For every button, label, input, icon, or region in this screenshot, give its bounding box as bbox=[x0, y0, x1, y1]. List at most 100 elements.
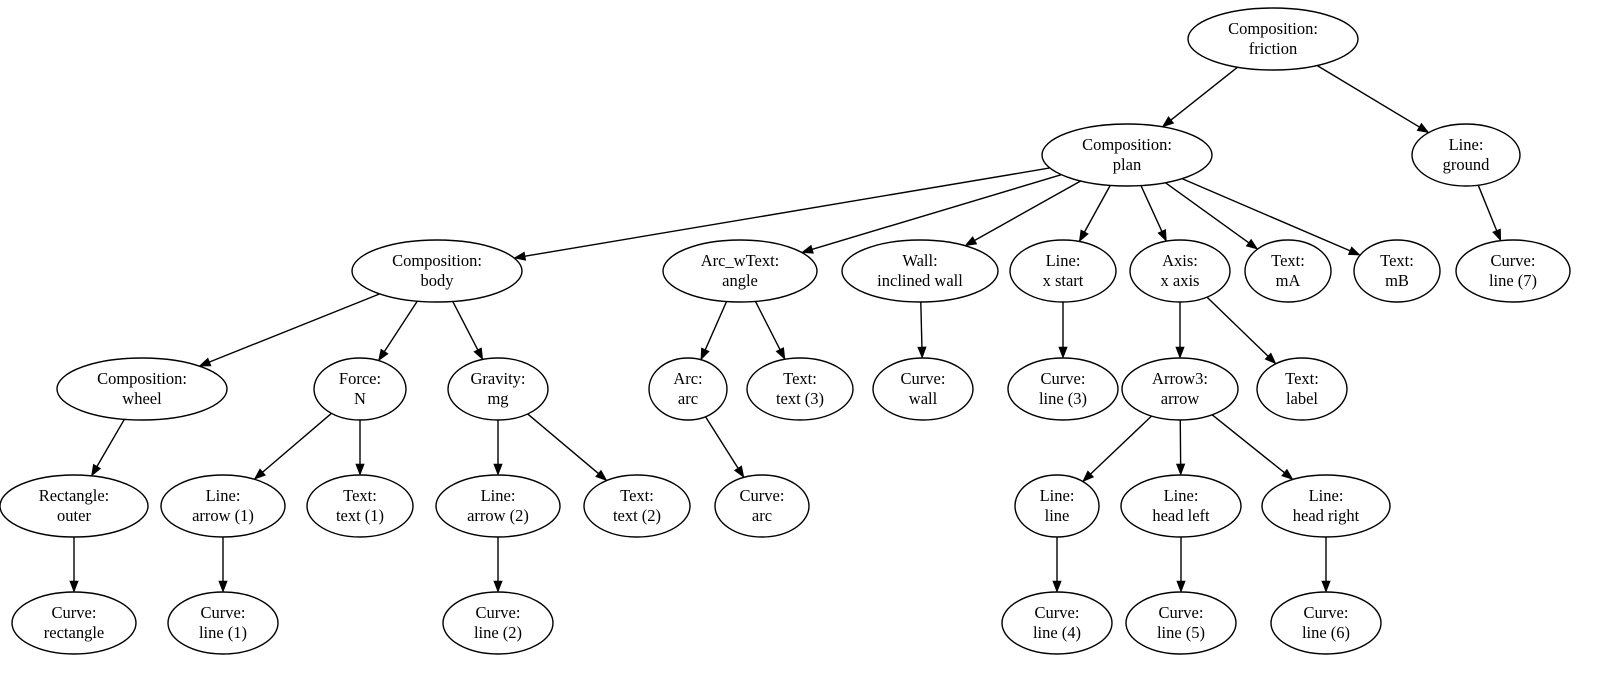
node-label-type: Curve: bbox=[52, 603, 97, 622]
node-ellipse[interactable] bbox=[1187, 7, 1359, 71]
node-ellipse[interactable] bbox=[1353, 239, 1441, 303]
node-label-name: ground bbox=[1443, 155, 1490, 174]
edge-composition_friction-to-line_ground bbox=[1316, 64, 1420, 128]
node-ellipse[interactable] bbox=[1256, 357, 1348, 421]
graph-node-text_label[interactable]: Text:label bbox=[1256, 357, 1348, 421]
node-ellipse[interactable] bbox=[306, 474, 414, 538]
arrowhead-icon bbox=[473, 347, 484, 361]
node-ellipse[interactable] bbox=[442, 591, 554, 655]
node-label-name: mA bbox=[1276, 271, 1301, 290]
node-label-name: line bbox=[1045, 506, 1070, 525]
node-ellipse[interactable] bbox=[56, 357, 228, 421]
graph-node-curve_arc[interactable]: Curve:arc bbox=[714, 474, 810, 538]
node-ellipse[interactable] bbox=[1129, 239, 1231, 303]
node-ellipse[interactable] bbox=[714, 474, 810, 538]
node-ellipse[interactable] bbox=[1041, 123, 1213, 187]
graph-node-composition_friction[interactable]: Composition:friction bbox=[1187, 7, 1359, 71]
graph-node-curve_rectangle[interactable]: Curve:rectangle bbox=[11, 591, 137, 655]
graph-node-text_text_2[interactable]: Text:text (2) bbox=[583, 474, 691, 538]
node-ellipse[interactable] bbox=[0, 474, 149, 538]
graph-node-axis_x_axis[interactable]: Axis:x axis bbox=[1129, 239, 1231, 303]
node-ellipse[interactable] bbox=[1125, 591, 1237, 655]
node-ellipse[interactable] bbox=[447, 357, 549, 421]
node-ellipse[interactable] bbox=[1120, 474, 1242, 538]
node-label-type: Rectangle: bbox=[39, 486, 110, 505]
node-ellipse[interactable] bbox=[1244, 239, 1332, 303]
node-label-type: Arc_wText: bbox=[701, 251, 780, 270]
graph-node-gravity_mg[interactable]: Gravity:mg bbox=[447, 357, 549, 421]
node-label-type: Composition: bbox=[1082, 135, 1172, 154]
graph-node-line_line[interactable]: Line:line bbox=[1014, 474, 1100, 538]
arrowhead-icon bbox=[253, 468, 266, 480]
node-ellipse[interactable] bbox=[1455, 239, 1571, 303]
arrowhead-icon bbox=[1176, 463, 1186, 476]
node-label-type: Line: bbox=[1164, 486, 1199, 505]
node-ellipse[interactable] bbox=[841, 239, 999, 303]
arrowhead-icon bbox=[1281, 468, 1294, 480]
edge-arc_wtext_angle-to-arc_arc bbox=[704, 301, 728, 350]
node-ellipse[interactable] bbox=[1121, 357, 1239, 421]
edge-composition_body-to-gravity_mg bbox=[452, 301, 479, 351]
node-ellipse[interactable] bbox=[1007, 357, 1119, 421]
graph-node-text_mB[interactable]: Text:mB bbox=[1353, 239, 1441, 303]
graph-node-curve_line_6[interactable]: Curve:line (6) bbox=[1270, 591, 1382, 655]
graph-node-curve_line_5[interactable]: Curve:line (5) bbox=[1125, 591, 1237, 655]
node-ellipse[interactable] bbox=[313, 357, 407, 421]
graph-node-composition_body[interactable]: Composition:body bbox=[351, 239, 523, 303]
graph-node-line_ground[interactable]: Line:ground bbox=[1411, 123, 1521, 187]
node-ellipse[interactable] bbox=[583, 474, 691, 538]
edge-composition_plan-to-composition_body bbox=[524, 167, 1050, 257]
node-ellipse[interactable] bbox=[1001, 591, 1113, 655]
node-label-name: rectangle bbox=[44, 623, 104, 642]
graph-node-curve_line_7[interactable]: Curve:line (7) bbox=[1455, 239, 1571, 303]
graph-node-line_head_left[interactable]: Line:head left bbox=[1120, 474, 1242, 538]
graph-node-curve_line_4[interactable]: Curve:line (4) bbox=[1001, 591, 1113, 655]
node-ellipse[interactable] bbox=[167, 591, 279, 655]
node-label-name: arrow (2) bbox=[467, 506, 529, 525]
node-ellipse[interactable] bbox=[160, 474, 286, 538]
node-label-name: wall bbox=[909, 389, 938, 408]
node-label-type: Line: bbox=[206, 486, 241, 505]
graph-node-composition_plan[interactable]: Composition:plan bbox=[1041, 123, 1213, 187]
graph-node-curve_line_1[interactable]: Curve:line (1) bbox=[167, 591, 279, 655]
node-label-name: angle bbox=[722, 271, 758, 290]
graph-node-curve_wall[interactable]: Curve:wall bbox=[872, 357, 974, 421]
arrowhead-icon bbox=[1264, 352, 1277, 365]
graph-node-force_N[interactable]: Force:N bbox=[313, 357, 407, 421]
graph-node-text_text_1[interactable]: Text:text (1) bbox=[306, 474, 414, 538]
graph-node-curve_line_3[interactable]: Curve:line (3) bbox=[1007, 357, 1119, 421]
graph-node-line_arrow_2[interactable]: Line:arrow (2) bbox=[435, 474, 561, 538]
graph-node-arc_wtext_angle[interactable]: Arc_wText:angle bbox=[662, 239, 818, 303]
graph-node-wall_inclined_wall[interactable]: Wall:inclined wall bbox=[841, 239, 999, 303]
graph-node-line_x_start[interactable]: Line:x start bbox=[1009, 239, 1117, 303]
edge-composition_plan-to-text_mA bbox=[1164, 182, 1250, 244]
node-label-name: label bbox=[1286, 389, 1318, 408]
edge-composition_wheel-to-rectangle_outer bbox=[96, 418, 125, 467]
node-ellipse[interactable] bbox=[662, 239, 818, 303]
node-ellipse[interactable] bbox=[1009, 239, 1117, 303]
graph-node-line_head_right[interactable]: Line:head right bbox=[1261, 474, 1391, 538]
node-ellipse[interactable] bbox=[1014, 474, 1100, 538]
graph-node-rectangle_outer[interactable]: Rectangle:outer bbox=[0, 474, 149, 538]
node-label-type: Curve: bbox=[201, 603, 246, 622]
node-ellipse[interactable] bbox=[1261, 474, 1391, 538]
graph-node-line_arrow_1[interactable]: Line:arrow (1) bbox=[160, 474, 286, 538]
node-ellipse[interactable] bbox=[351, 239, 523, 303]
graph-node-curve_line_2[interactable]: Curve:line (2) bbox=[442, 591, 554, 655]
node-ellipse[interactable] bbox=[746, 357, 854, 421]
graph-node-text_mA[interactable]: Text:mA bbox=[1244, 239, 1332, 303]
node-ellipse[interactable] bbox=[435, 474, 561, 538]
node-ellipse[interactable] bbox=[11, 591, 137, 655]
graph-node-composition_wheel[interactable]: Composition:wheel bbox=[56, 357, 228, 421]
arrowhead-icon bbox=[91, 463, 102, 477]
graph-node-arrow3_arrow[interactable]: Arrow3:arrow bbox=[1121, 357, 1239, 421]
node-ellipse[interactable] bbox=[648, 357, 728, 421]
node-ellipse[interactable] bbox=[1411, 123, 1521, 187]
node-ellipse[interactable] bbox=[872, 357, 974, 421]
node-label-type: Composition: bbox=[97, 369, 187, 388]
graph-node-text_text_3[interactable]: Text:text (3) bbox=[746, 357, 854, 421]
node-ellipse[interactable] bbox=[1270, 591, 1382, 655]
graph-node-arc_arc[interactable]: Arc:arc bbox=[648, 357, 728, 421]
node-label-name: friction bbox=[1249, 39, 1298, 58]
node-label-type: Text: bbox=[1271, 251, 1305, 270]
